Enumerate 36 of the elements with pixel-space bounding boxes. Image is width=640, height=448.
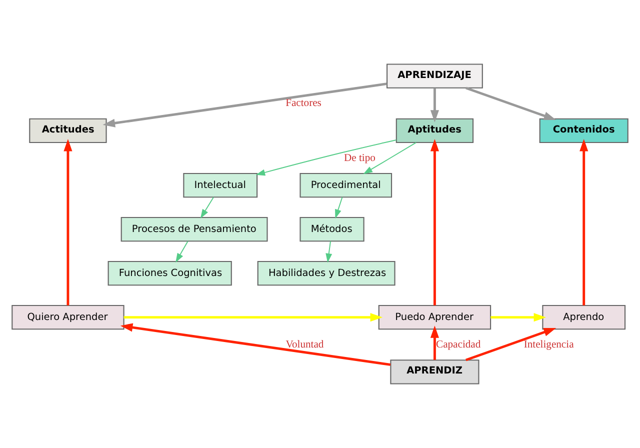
arrow xyxy=(120,323,391,366)
arrow xyxy=(335,196,343,219)
edge-label: Factores xyxy=(286,98,322,110)
arrow xyxy=(64,138,72,306)
node-box: Intelectual xyxy=(183,172,258,198)
arrow xyxy=(256,139,397,176)
arrow xyxy=(430,88,439,122)
arrow xyxy=(580,138,588,306)
node-box: Quiero Aprender xyxy=(12,304,124,330)
arrow xyxy=(363,142,417,174)
node-box: Funciones Cognitivas xyxy=(108,260,232,286)
node-box: Aprendo xyxy=(542,304,626,330)
node-box: Contenidos xyxy=(539,118,628,144)
edge-label: Voluntad xyxy=(286,339,324,350)
arrow xyxy=(490,313,546,322)
node-box: Aptitudes xyxy=(396,118,474,144)
edge-label: Capacidad xyxy=(436,339,481,350)
arrow xyxy=(124,313,383,322)
node-box: Métodos xyxy=(300,216,364,242)
arrow xyxy=(466,86,556,120)
arrow xyxy=(102,82,387,128)
arrow xyxy=(466,328,556,362)
arrow xyxy=(430,138,439,306)
node-box: Procedimental xyxy=(300,172,392,198)
node-box: Procesos de Pensamiento xyxy=(120,216,268,242)
edge-label: De tipo xyxy=(344,152,376,164)
node-box: Puedo Aprender xyxy=(378,304,492,330)
edge-label: Inteligencia xyxy=(524,339,574,350)
arrow xyxy=(200,196,214,219)
arrow xyxy=(326,240,332,263)
arrow xyxy=(176,240,188,263)
node-box: Actitudes xyxy=(29,118,107,144)
node-box: APRENDIZAJE xyxy=(386,64,483,88)
node-box: Habilidades y Destrezas xyxy=(257,260,396,286)
node-box: APRENDIZ xyxy=(390,360,480,384)
arrow xyxy=(430,326,439,360)
